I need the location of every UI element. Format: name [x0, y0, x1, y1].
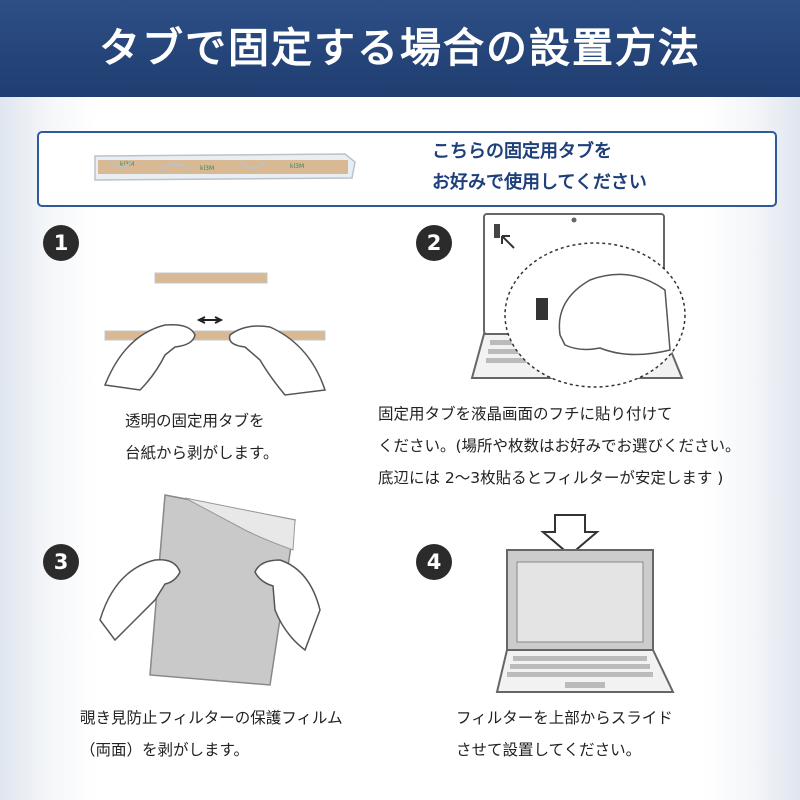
filter-sheet-icon	[99, 494, 321, 686]
step-1-line-2: 台紙から剥がします。	[125, 444, 279, 462]
step-2-line-2: ください。(場所や枚数はお好みでお選びください。	[378, 437, 741, 455]
intro-line-2: お好みで使用してください	[432, 172, 647, 193]
intro-line-1: こちらの固定用タブを	[432, 141, 612, 162]
step-4-line-2: させて設置してください。	[456, 741, 642, 759]
step-3-line-1: 覗き見防止フィルターの保護フィルム	[80, 709, 343, 727]
header-banner	[0, 0, 800, 97]
hands-peeling-icon	[103, 272, 327, 396]
step-4-caption: フィルターを上部からスライド させて設置してください。	[456, 702, 673, 766]
step-4-badge: 4	[416, 544, 452, 580]
step-2-line-1: 固定用タブを液晶画面のフチに貼り付けて	[378, 405, 673, 423]
step-3-line-2: （両面）を剥がします。	[80, 741, 249, 759]
step-3-caption: 覗き見防止フィルターの保護フィルム （両面）を剥がします。	[80, 702, 343, 766]
step-2-badge: 2	[416, 225, 452, 261]
svg-text:kl3M: kl3M	[200, 165, 214, 172]
hand-magnifier-icon	[504, 242, 686, 388]
step-4-line-1: フィルターを上部からスライド	[456, 709, 673, 727]
step-1-caption: 透明の固定用タブを 台紙から剥がします。	[125, 405, 278, 469]
step-1-line-1: 透明の固定用タブを	[125, 412, 265, 430]
svg-text:kl3M: kl3M	[290, 163, 304, 170]
step-3-badge: 3	[43, 544, 79, 580]
step-2-line-3: 底辺には 2〜3枚貼るとフィルターが安定します )	[378, 469, 724, 487]
intro-text: こちらの固定用タブを お好みで使用してください	[432, 136, 647, 198]
step-2-caption: 固定用タブを液晶画面のフチに貼り付けて ください。(場所や枚数はお好みでお選びく…	[378, 398, 741, 494]
step-1-badge: 1	[43, 225, 79, 261]
laptop-filter-icon	[495, 514, 675, 693]
down-arrow-icon	[540, 514, 600, 557]
page-title: タブで固定する場合の設置方法	[99, 24, 701, 72]
